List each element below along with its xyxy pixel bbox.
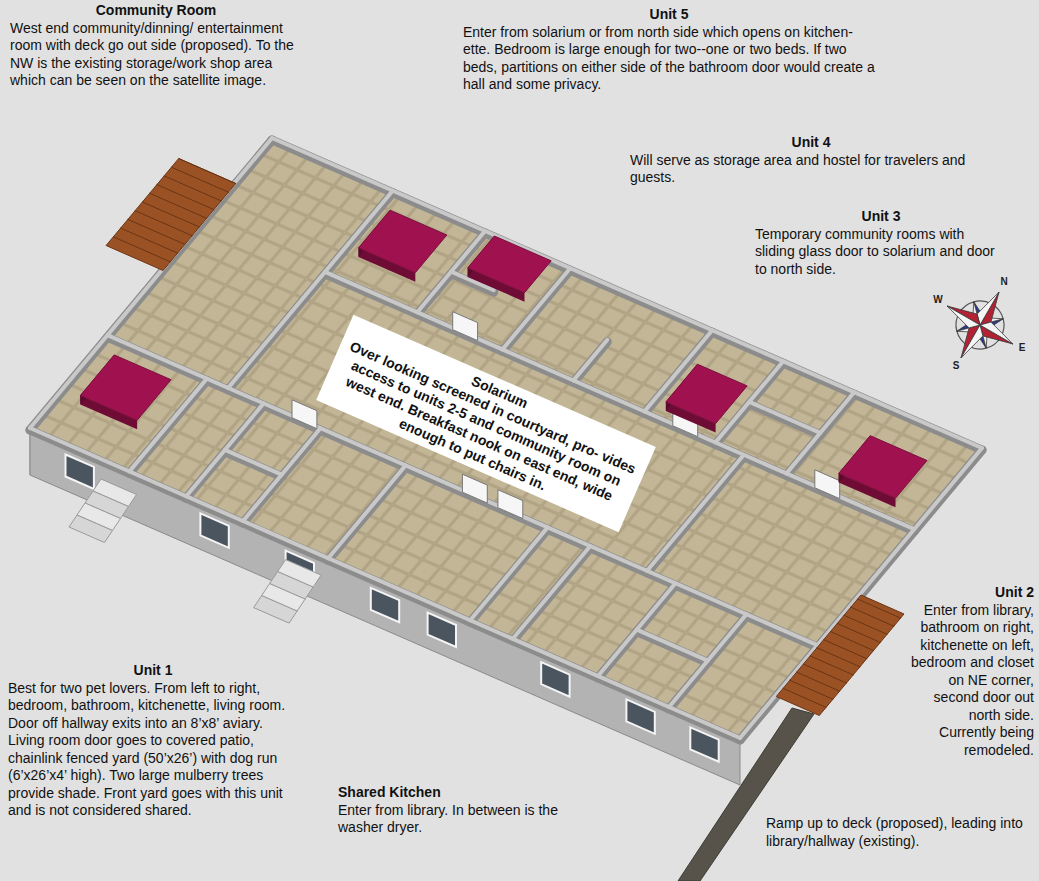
callout: Unit 4Will serve as storage area and hos… — [630, 134, 992, 187]
deck-plank — [783, 688, 826, 707]
deck-plank — [858, 599, 901, 618]
wall-top — [647, 455, 744, 571]
deck — [106, 159, 236, 271]
callout-heading: Unit 5 — [463, 6, 875, 24]
wall-top — [637, 630, 708, 661]
deck-plank — [157, 185, 214, 210]
compass-label: E — [1016, 342, 1028, 354]
deck-plank — [790, 680, 833, 699]
compass-half — [961, 325, 987, 362]
door — [498, 490, 523, 519]
callout-text: Enter from solarium or from north side w… — [463, 24, 875, 94]
wall-top — [573, 340, 607, 381]
wall-top — [225, 450, 282, 475]
compass-label: W — [932, 294, 944, 306]
deck-plank — [121, 228, 178, 253]
callout-heading: Unit 4 — [630, 134, 992, 152]
compass-point — [943, 299, 984, 332]
stair-step — [69, 515, 113, 543]
deck-plank — [797, 672, 840, 691]
callout: Ramp up to deck (proposed), leading into… — [766, 815, 1034, 850]
compass-rose — [928, 273, 1032, 377]
deck-plank — [171, 167, 228, 192]
callout: Unit 5Enter from solarium or from north … — [463, 6, 875, 94]
wall-top — [328, 465, 405, 558]
callout-text: Best for two pet lovers. From left to ri… — [8, 680, 298, 820]
bed — [359, 210, 447, 273]
callout-text: Enter from library. In between is the wa… — [338, 802, 573, 837]
compass-letter: W — [932, 294, 944, 306]
deck-plank — [837, 623, 880, 642]
wall-top — [513, 546, 590, 639]
callout: Unit 1Best for two pet lovers. From left… — [8, 662, 298, 820]
compass-letter: E — [1016, 342, 1028, 354]
deck-plank — [142, 202, 199, 227]
callout-heading: Unit 3 — [755, 208, 1007, 226]
ramp — [678, 708, 814, 881]
bed — [468, 236, 552, 293]
wall-top — [30, 138, 272, 428]
deck-plank — [179, 159, 236, 184]
callout-heading: Shared Kitchen — [338, 784, 573, 802]
compass-letter: N — [998, 276, 1010, 288]
deck-plank — [817, 648, 860, 667]
callout-text: West end community/dinning/ entertainmen… — [10, 20, 302, 90]
callout-heading: Unit 2 — [910, 584, 1034, 602]
compass-letter: S — [950, 360, 962, 372]
callout-heading: Community Room — [10, 2, 302, 20]
door — [815, 470, 840, 499]
deck-plank — [831, 632, 874, 651]
wall-top — [749, 402, 820, 433]
wall-top — [243, 428, 320, 521]
deck-plank — [803, 664, 846, 683]
door — [462, 474, 487, 503]
deck-plank — [164, 176, 221, 201]
compass-half — [943, 306, 980, 332]
callout: Shared KitchenEnter from library. In bet… — [338, 784, 573, 837]
callout: Community RoomWest end community/dinning… — [10, 2, 302, 90]
deck — [776, 595, 904, 716]
deck-plank — [150, 193, 207, 218]
callout-heading: Unit 1 — [8, 662, 298, 680]
callout: Unit 2Enter from library, bathroom on ri… — [910, 584, 1034, 759]
wall-top — [669, 614, 746, 707]
wall-top — [470, 527, 547, 620]
callout-text: Ramp up to deck (proposed), leading into… — [766, 815, 1034, 850]
callout-text: Temporary community rooms with sliding g… — [755, 226, 1007, 279]
door — [453, 312, 478, 341]
callout-text: Enter from library, bathroom on right, k… — [910, 602, 1034, 760]
deck-plank — [135, 211, 192, 236]
deck-plank — [128, 219, 185, 244]
compass-label: S — [950, 360, 962, 372]
stair-step — [254, 596, 298, 624]
deck-plank — [113, 237, 170, 262]
callout-text: Will serve as storage area and hostel fo… — [630, 152, 992, 187]
compass-half — [980, 318, 1017, 344]
deck-plank — [824, 640, 867, 659]
compass-label: N — [998, 276, 1010, 288]
deck-plank — [810, 656, 853, 675]
deck-plank — [844, 615, 887, 634]
callout: Unit 3Temporary community rooms with sli… — [755, 208, 1007, 278]
bed — [80, 355, 171, 420]
deck-plank — [851, 607, 894, 626]
door — [292, 400, 317, 429]
bed — [666, 364, 747, 423]
bed — [839, 436, 927, 499]
